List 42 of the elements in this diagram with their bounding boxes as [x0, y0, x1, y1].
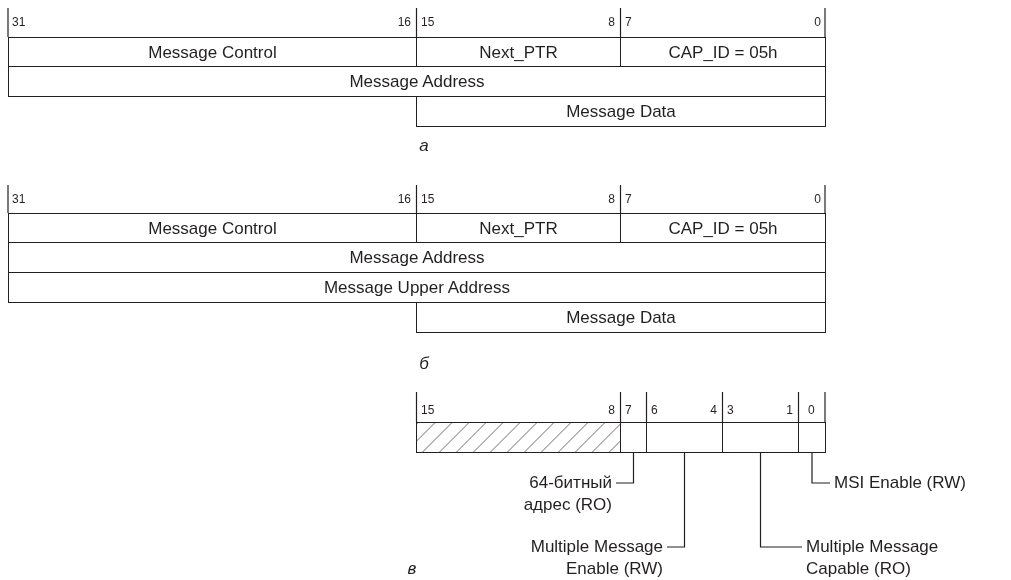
bit-number: 0	[814, 16, 821, 28]
register-field: Message Data	[416, 302, 826, 333]
field-description: Multiple Message Capable (RO)	[806, 536, 956, 580]
leader-line	[759, 452, 803, 548]
reserved-field	[416, 422, 621, 453]
bit-number: 7	[625, 404, 632, 416]
register-field: Message Control	[8, 213, 417, 243]
register-field: Message Address	[8, 66, 826, 97]
register-field	[798, 422, 826, 453]
bit-number: 31	[12, 16, 26, 28]
bit-number: 8	[608, 404, 615, 416]
figure-caption: б	[419, 354, 429, 372]
leader-line	[666, 452, 686, 548]
bit-number: 4	[710, 404, 717, 416]
figure-caption: а	[419, 136, 429, 154]
leader-line	[811, 452, 831, 484]
field-description: 64-битный адрес (RO)	[510, 472, 612, 516]
bit-number: 16	[397, 193, 411, 205]
register-field: Message Address	[8, 242, 826, 273]
bit-number: 7	[625, 16, 632, 28]
field-description: MSI Enable (RW)	[834, 472, 1004, 494]
register-field: Message Upper Address	[8, 272, 826, 303]
figure-caption: в	[407, 559, 417, 577]
leader-line	[615, 452, 635, 484]
bit-number: 15	[421, 193, 435, 205]
register-field	[620, 422, 647, 453]
register-field: CAP_ID = 05h	[620, 213, 826, 243]
bit-number: 1	[786, 404, 793, 416]
bit-number: 7	[625, 193, 632, 205]
bit-number: 8	[608, 193, 615, 205]
bit-number: 3	[727, 404, 734, 416]
register-field: CAP_ID = 05h	[620, 37, 826, 67]
bit-number: 0	[808, 404, 815, 416]
register-field	[722, 422, 799, 453]
bit-number: 6	[651, 404, 658, 416]
register-field: Message Data	[416, 96, 826, 127]
field-description: Multiple Message Enable (RW)	[515, 536, 663, 580]
register-field: Message Control	[8, 37, 417, 67]
bit-number: 16	[397, 16, 411, 28]
bit-number: 8	[608, 16, 615, 28]
bit-number: 15	[421, 16, 435, 28]
register-field	[646, 422, 723, 453]
